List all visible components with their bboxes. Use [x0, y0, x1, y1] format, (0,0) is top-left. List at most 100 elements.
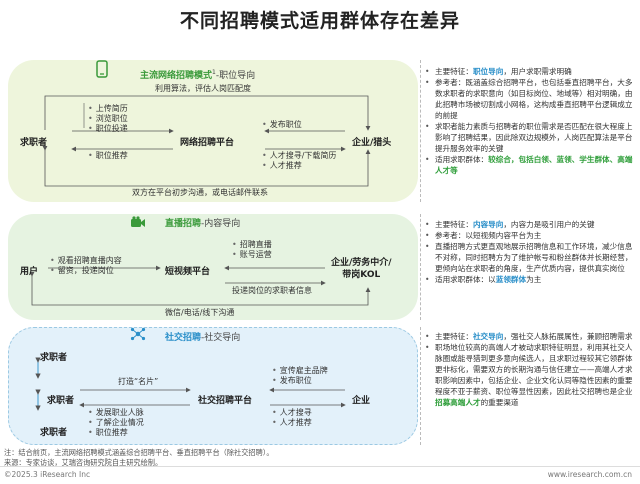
text-segment: 直播招聘方式更直观地展示招聘信息和工作环境，减少信息不对称，同时招聘方为了维护帐…	[435, 242, 633, 273]
section1-right-items: 人才搜寻/下载简历 人才推荐	[262, 151, 337, 171]
bullet-text: 适用求职群体：以蓝领群体为主	[435, 274, 635, 285]
section1-left-bottom: 职位推荐	[88, 151, 128, 161]
text-segment: 主要特征：	[435, 332, 473, 341]
section1-right-top: 发布职位	[262, 120, 302, 130]
text-segment: ，内容力是吸引用户的关键	[503, 220, 595, 229]
bullet-text: 主要特征：社交导向，强社交人脉拓展属性，兼顾招聘需求	[435, 331, 635, 342]
bullet-dot: •	[425, 275, 430, 284]
bullet-dot: •	[425, 231, 430, 240]
section2-node-user: 用户	[20, 267, 39, 277]
section3-description: •主要特征：社交导向，强社交人脉拓展属性，兼顾招聘需求• 职场地位较高的高端人才被…	[425, 331, 635, 408]
section1-node-platform: 网络招聘平台	[180, 138, 235, 148]
description-bullet: • 主要特征：职位导向，用户求职需求明确	[425, 66, 635, 77]
section1-description: • 主要特征：职位导向，用户求职需求明确 • 参考者：既涵盖综合招聘平台，也包括垂直招…	[425, 66, 635, 176]
list-item: 人才推荐	[262, 161, 336, 171]
text-segment: ，用户求职需求明确	[503, 67, 572, 76]
highlight-text: 蓝领群体	[495, 275, 527, 284]
section3-right-top-items: 宣传雇主品牌 发布职位	[272, 366, 328, 386]
section1-bottom-label: 双方在平台初步沟通，或电话邮件联系	[132, 188, 268, 197]
section2-node-enterprise: 企业/劳务中介/ 带岗KOL	[331, 258, 392, 280]
bullet-dot: •	[425, 343, 430, 352]
list-item: 了解企业情况	[88, 418, 144, 428]
list-item: 账号运营	[232, 250, 272, 260]
highlight-text: 招募高端人才	[435, 398, 481, 407]
source-note: 来源：专家访谈，艾瑞咨询研究院自主研究绘制。	[4, 458, 163, 467]
list-item: 浏览职位	[88, 114, 128, 124]
highlight-text: 社交导向	[472, 332, 504, 341]
text-segment: 职场地位较高的高端人才被动求职特征明显，利用其社交人脉圈或能寻猎到更多意向候选人…	[435, 343, 633, 396]
description-bullet: •适用求职群体：较综合，包括白领、蓝领、学生群体、高端人才等	[425, 154, 635, 176]
section1-heading-rest: -职位导向	[215, 71, 256, 81]
list-item: 人才搜寻	[272, 408, 312, 418]
highlight-text: 内容导向	[472, 220, 504, 229]
bullet-dot: •	[425, 78, 430, 87]
highlight-text: 职位导向	[472, 67, 504, 76]
text-segment: 为主	[526, 275, 542, 284]
section1-heading-sup: 1	[212, 69, 216, 76]
description-bullet: • 直播招聘方式更直观地展示招聘信息和工作环境，减少信息不对称，同时招聘方为了维护…	[425, 241, 635, 274]
bullet-text: 主要特征：职位导向，用户求职需求明确	[435, 66, 635, 77]
highlight-text: 较综合，包括白领、蓝领、学生群体、高端人才等	[435, 155, 633, 175]
section-social-recruitment	[8, 327, 418, 445]
section3-node-enterprise: 企业	[352, 396, 371, 406]
section3-seeker-1: 求职者	[40, 353, 68, 363]
section3-right-bottom-items: 人才搜寻 人才推荐	[272, 408, 312, 428]
list-item: 宣传雇主品牌	[272, 366, 328, 376]
section2-description: •主要特征：内容导向，内容力是吸引用户的关键•参考者：以短视频内容平台为主•直播…	[425, 219, 635, 285]
list-item: 留资，投递岗位	[50, 266, 122, 276]
section1-heading: 主流网络招聘模式1-职位导向	[140, 68, 255, 81]
note: 注：结合前页，主流网络招聘模式涵盖综合招聘平台、垂直招聘平台（除社交招聘）。	[4, 448, 274, 457]
page-title: 不同招聘模式适用群体存在差异	[179, 10, 460, 32]
section3-heading-rest: -社交导向	[201, 333, 241, 343]
bullet-text: 求职者能力素质与招聘者的职位需求是否匹配在很大程度上影响了招聘结果，因此除双边规…	[435, 121, 635, 154]
list-item: 职位推荐	[88, 428, 144, 438]
website: www.iresearch.com.cn	[547, 470, 632, 479]
section2-heading-rest: -内容导向	[201, 219, 241, 229]
video-camera-icon	[130, 213, 146, 232]
bullet-dot: •	[425, 67, 430, 76]
text-segment: 求职者能力素质与招聘者的职位需求是否匹配在很大程度上影响了招聘结果，因此除双边规…	[435, 122, 633, 153]
list-item: 上传简历	[88, 104, 128, 114]
section3-left-items: 发展职业人脉 了解企业情况 职位推荐	[88, 408, 144, 438]
bullet-dot: •	[425, 220, 430, 229]
text-segment: 参考者：既涵盖综合招聘平台，也包括垂直招聘平台，大多数求职者的求职意向（如目标岗…	[435, 78, 633, 120]
bullet-text: 主要特征：内容导向，内容力是吸引用户的关键	[435, 219, 635, 230]
description-bullet: • 参考者：既涵盖综合招聘平台，也包括垂直招聘平台，大多数求职者的求职意向（如目标…	[425, 77, 635, 121]
section2-right-items: 招聘直播 账号运营	[232, 240, 272, 260]
text-segment: 的重要渠道	[480, 398, 519, 407]
divider	[420, 214, 421, 320]
section1-top-label: 利用算法，评估人岗匹配度	[155, 84, 251, 93]
text-segment: 适用求职群体：以	[435, 275, 496, 284]
network-icon	[130, 326, 146, 345]
list-item: 观看招聘直播内容	[50, 256, 122, 266]
bullet-text: 直播招聘方式更直观地展示招聘信息和工作环境，减少信息不对称，同时招聘方为了维护帐…	[435, 241, 635, 274]
list-item: 人才搜寻/下载简历	[262, 151, 337, 161]
section3-brand-label: 打造“名片”	[118, 377, 159, 386]
bullet-text: 适用求职群体：较综合，包括白领、蓝领、学生群体、高端人才等	[435, 154, 635, 176]
section2-heading-highlight: 直播招聘	[165, 219, 202, 229]
section3-seeker-2: 求职者	[47, 396, 75, 406]
section2-right-bottom: 投递岗位的求职者信息	[232, 286, 312, 295]
list-item: 发布职位	[272, 376, 328, 386]
list-item: 人才推荐	[272, 418, 312, 428]
bullet-dot: •	[425, 242, 430, 251]
list-item: 招聘直播	[232, 240, 272, 250]
section1-node-seeker: 求职者	[20, 138, 48, 148]
text-segment: ，强社交人脉拓展属性，兼顾招聘需求	[503, 332, 633, 341]
description-bullet: •主要特征：社交导向，强社交人脉拓展属性，兼顾招聘需求	[425, 331, 635, 342]
description-bullet: • 职场地位较高的高端人才被动求职特征明显，利用其社交人脉圈或能寻猎到更多意向候选…	[425, 342, 635, 408]
divider	[420, 327, 421, 445]
text-segment: 主要特征：	[435, 220, 473, 229]
section3-heading: 社交招聘-社交导向	[165, 330, 240, 343]
section1-heading-highlight: 主流网络招聘模式	[140, 71, 213, 81]
section3-arrows	[35, 357, 346, 411]
footer-divider	[0, 466, 640, 467]
phone-icon	[96, 60, 108, 82]
description-bullet: • 适用求职群体：以蓝领群体为主	[425, 274, 635, 285]
copyright: ©2025.3 iResearch Inc	[4, 470, 91, 479]
section2-bottom-label: 微信/电话/线下沟通	[165, 308, 235, 317]
bullet-dot: •	[425, 122, 430, 131]
divider	[420, 60, 421, 202]
section3-seeker-3: 求职者	[40, 428, 68, 438]
bullet-text: 参考者：既涵盖综合招聘平台，也包括垂直招聘平台，大多数求职者的求职意向（如目标岗…	[435, 77, 635, 121]
